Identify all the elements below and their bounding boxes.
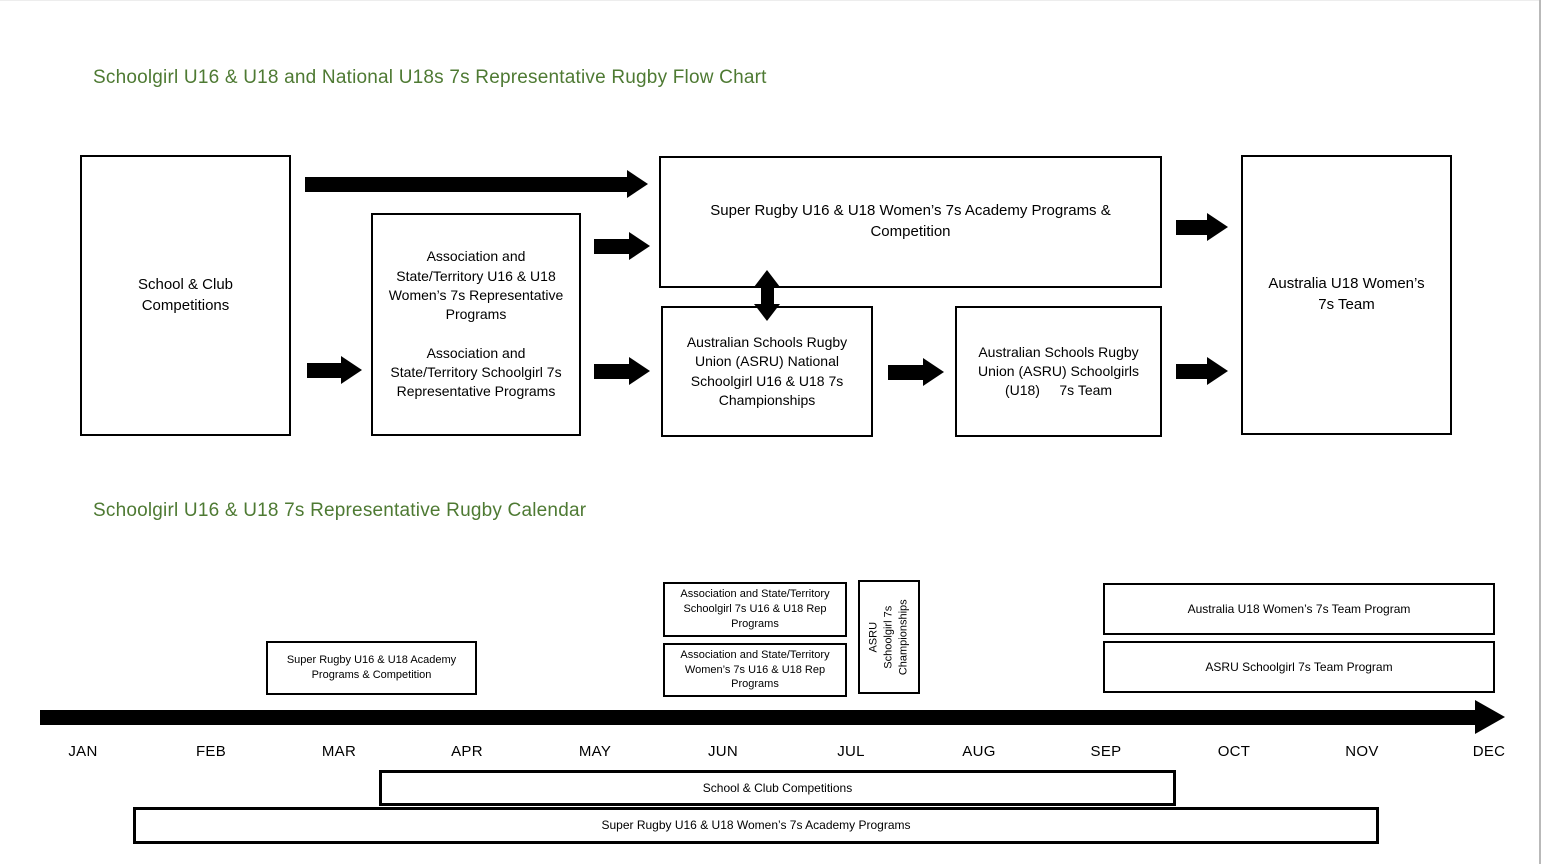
month-label-jul: JUL — [837, 743, 865, 760]
arrow-head — [754, 304, 780, 321]
month-label-nov: NOV — [1345, 743, 1379, 760]
arrow-head — [1207, 213, 1228, 241]
box-asru-national-championships: Australian Schools Rugby Union (ASRU) Na… — [661, 306, 873, 437]
box-association-rep-programs: Association and State/Territory U16 & U1… — [371, 213, 581, 436]
page-right-edge — [1539, 0, 1541, 864]
arrow-shaft — [761, 285, 774, 306]
arrow-shaft — [594, 239, 631, 254]
arrow-head — [754, 270, 780, 287]
calendar-event-super-programs: Super Rugby U16 & U18 Women’s 7s Academy… — [133, 807, 1379, 844]
month-label-jan: JAN — [68, 743, 98, 760]
calendar-title: Schoolgirl U16 & U18 7s Representative R… — [93, 500, 587, 521]
arrow-head — [629, 232, 650, 260]
arrow-shaft — [1176, 220, 1209, 235]
month-label-dec: DEC — [1472, 743, 1506, 760]
calendar-event-australia-program: Australia U18 Women’s 7s Team Program — [1103, 583, 1495, 635]
calendar-event-asru-program: ASRU Schoolgirl 7s Team Program — [1103, 641, 1495, 693]
arrow-shaft — [305, 177, 629, 192]
month-label-sep: SEP — [1090, 743, 1122, 760]
box-super-rugby-academy: Super Rugby U16 & U18 Women’s 7s Academy… — [659, 156, 1162, 288]
vertical-label: ASRU Schoolgirl 7s Championships — [867, 599, 910, 675]
calendar-event-assoc-schoolgirl: Association and State/Territory Schoolgi… — [663, 582, 847, 637]
arrow-head — [1475, 700, 1505, 734]
calendar-event-assoc-womens: Association and State/Territory Women’s … — [663, 643, 847, 697]
arrow-shaft — [40, 710, 1477, 725]
month-label-feb: FEB — [195, 743, 227, 760]
month-label-mar: MAR — [321, 743, 357, 760]
calendar-event-super-academy: Super Rugby U16 & U18 Academy Programs &… — [266, 641, 477, 695]
month-label-jun: JUN — [707, 743, 739, 760]
month-label-may: MAY — [578, 743, 612, 760]
calendar-event-school-club: School & Club Competitions — [379, 770, 1176, 806]
arrow-head — [923, 358, 944, 386]
arrow-shaft — [888, 365, 925, 380]
month-label-apr: APR — [451, 743, 483, 760]
arrow-shaft — [1176, 364, 1209, 379]
month-label-oct: OCT — [1217, 743, 1251, 760]
box-school-club-competitions: School & Club Competitions — [80, 155, 291, 436]
arrow-shaft — [307, 363, 343, 378]
calendar-event-asru-championships: ASRU Schoolgirl 7s Championships — [858, 580, 920, 694]
arrow-head — [341, 356, 362, 384]
arrow-shaft — [594, 364, 631, 379]
arrow-head — [629, 357, 650, 385]
flow-chart-title: Schoolgirl U16 & U18 and National U18s 7… — [93, 67, 767, 88]
arrow-head — [627, 170, 648, 198]
page-top-edge — [0, 0, 1541, 1]
arrow-head — [1207, 357, 1228, 385]
box-australia-u18-team: Australia U18 Women’s 7s Team — [1241, 155, 1452, 435]
month-label-aug: AUG — [962, 743, 996, 760]
box-asru-schoolgirls-team: Australian Schools Rugby Union (ASRU) Sc… — [955, 306, 1162, 437]
